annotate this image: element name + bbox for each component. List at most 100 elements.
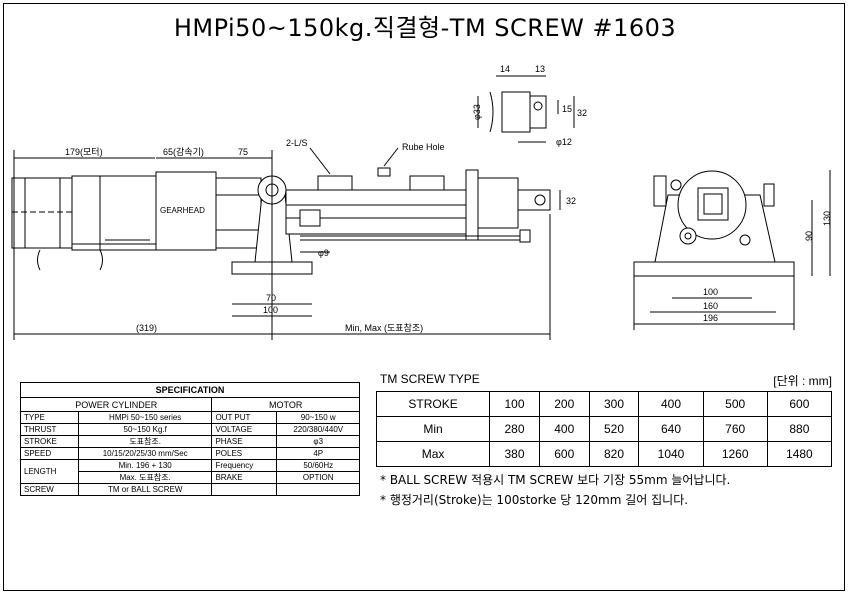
dim-minmax: Min, Max (도표참조): [345, 323, 423, 333]
detail-dim-14: 14: [500, 64, 510, 74]
spec-row: THRUST 50~150 Kg.f VOLTAGE 220/380/440V: [20, 423, 360, 436]
spec-motor: MOTOR: [211, 397, 360, 412]
label-rube-hole: Rube Hole: [402, 142, 445, 152]
spec-value: Min. 196 + 130: [77, 459, 213, 472]
spec-value: HMPi 50~150 series: [77, 411, 213, 424]
end-dim-100: 100: [703, 287, 718, 297]
spec-value: 도표참조.: [77, 435, 213, 448]
tm-cell: 600: [538, 441, 590, 467]
tm-header-cell: 500: [702, 391, 768, 417]
end-dim-160: 160: [703, 301, 718, 311]
notes: * BALL SCREW 적용시 TM SCREW 보다 기장 55mm 늘어납…: [380, 470, 730, 510]
tm-cell: Min: [375, 416, 491, 442]
spec-key: OUT PUT: [211, 411, 278, 424]
tm-header-row: STROKE 100 200 300 400 500 600: [375, 391, 833, 417]
tm-cell: 1480: [766, 441, 833, 467]
spec-row: STROKE 도표참조. PHASE φ3: [20, 435, 360, 448]
note-ball-screw: * BALL SCREW 적용시 TM SCREW 보다 기장 55mm 늘어납…: [380, 473, 731, 487]
tm-header-cell: 600: [766, 391, 833, 417]
specification-table: SPECIFICATION POWER CYLINDER MOTOR TYPE …: [19, 382, 360, 496]
end-view-base: [633, 261, 795, 277]
clevis-detail: [501, 91, 531, 133]
tm-table-unit: [단위 : mm]: [773, 374, 832, 388]
spec-value: 220/380/440V: [276, 423, 360, 436]
detail-dim-phi33: φ33: [472, 104, 482, 120]
tm-row-max: Max 380 600 820 1040 1260 1480: [375, 441, 833, 467]
dim-gearhead: 65(감속기): [163, 146, 204, 157]
spec-value: 50/60Hz: [276, 459, 360, 472]
tm-screw-table: STROKE 100 200 300 400 500 600 Min 280 4…: [375, 391, 833, 467]
detail-dim-15: 15: [562, 104, 572, 114]
limit-switch-2: [409, 175, 445, 191]
tm-header-cell: 400: [638, 391, 704, 417]
tm-cell: 820: [588, 441, 640, 467]
dim-phi9: φ9: [318, 248, 329, 258]
tm-table-title: TM SCREW TYPE: [380, 372, 480, 386]
spec-row: LENGTH Min. 196 + 130 Frequency 50/60Hz: [20, 459, 360, 484]
spec-key: LENGTH: [20, 459, 79, 484]
motor-housing: [71, 175, 157, 251]
spec-row: SCREW TM or BALL SCREW: [20, 483, 360, 496]
end-dim-196: 196: [703, 313, 718, 323]
spec-key: PHASE: [211, 435, 278, 448]
note-stroke: * 행정거리(Stroke)는 100storke 당 120mm 길어 집니다…: [380, 493, 689, 507]
tm-row-min: Min 280 400 520 640 760 880: [375, 416, 833, 442]
motor-body: [11, 177, 73, 249]
tm-cell: 280: [489, 416, 540, 442]
dim-100-side: 100: [263, 305, 278, 315]
detail-dim-phi12: φ12: [556, 137, 572, 147]
spec-key: BRAKE: [211, 471, 278, 484]
spec-value: 50~150 Kg.f: [77, 423, 213, 436]
tm-header-cell: 200: [538, 391, 590, 417]
spec-power-cylinder: POWER CYLINDER: [19, 397, 213, 412]
tm-cell: 1040: [638, 441, 704, 467]
spec-value: 10/15/20/25/30 mm/Sec: [77, 447, 213, 460]
drawing-frame: [3, 3, 845, 591]
spec-value: OPTION: [276, 471, 360, 484]
cylinder-tube: [285, 189, 467, 235]
spec-key: VOLTAGE: [211, 423, 278, 436]
spec-value: TM or BALL SCREW: [77, 483, 213, 496]
spec-key: POLES: [211, 447, 278, 460]
tm-cell: 400: [538, 416, 590, 442]
dim-motor: 179(모터): [65, 147, 103, 157]
tm-cell: 880: [766, 416, 833, 442]
spec-key: SPEED: [20, 447, 79, 460]
gearhead-label: GEARHEAD: [160, 206, 205, 215]
spec-title: SPECIFICATION: [20, 382, 360, 398]
spec-value: φ3: [276, 435, 360, 448]
detail-dim-13: 13: [535, 64, 545, 74]
tm-header-cell: 100: [489, 391, 540, 417]
spec-value: 4P: [276, 447, 360, 460]
tm-cell: 760: [702, 416, 768, 442]
spec-key: TYPE: [20, 411, 79, 424]
tm-cell: 380: [489, 441, 540, 467]
gearhead: [155, 171, 217, 251]
spec-key: SCREW: [20, 483, 79, 496]
spec-value: 90~150 w: [276, 411, 360, 424]
tm-cell: 1260: [702, 441, 768, 467]
detail-dim-32: 32: [577, 108, 587, 118]
spec-key: THRUST: [20, 423, 79, 436]
drawing-title: HMPi50~150kg.직결형-TM SCREW #1603: [173, 14, 677, 42]
spec-row: TYPE HMPi 50~150 series OUT PUT 90~150 w: [20, 411, 360, 424]
tm-cell: Max: [375, 441, 491, 467]
tm-cell: 640: [638, 416, 704, 442]
dim-32-side: 32: [566, 196, 576, 206]
end-dim-130: 130: [822, 211, 832, 226]
tm-header-cell: 300: [588, 391, 640, 417]
spec-value: Max. 도표참조.: [77, 471, 213, 484]
limit-switch-1: [317, 175, 353, 191]
spec-key: STROKE: [20, 435, 79, 448]
tm-cell: 520: [588, 416, 640, 442]
rube-hole: [377, 167, 391, 177]
spec-row: SPEED 10/15/20/25/30 mm/Sec POLES 4P: [20, 447, 360, 460]
end-dim-90: 90: [804, 231, 814, 241]
dim-70: 70: [266, 293, 276, 303]
dim-319: (319): [136, 323, 157, 333]
dim-75: 75: [238, 147, 248, 157]
label-limit-switch: 2-L/S: [286, 138, 308, 148]
tm-header-cell: STROKE: [375, 391, 491, 417]
spec-key: Frequency: [211, 459, 278, 472]
